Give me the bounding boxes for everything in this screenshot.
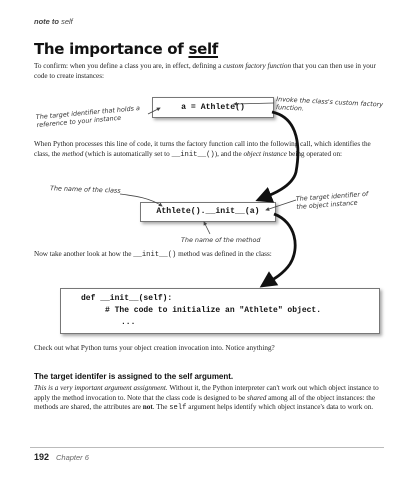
code-comment-line: # The code to initialize an "Athlete" ob… xyxy=(105,306,322,315)
p2-italic-2: object instance xyxy=(243,149,287,158)
intro-text-2: that you can then use in your code to cr… xyxy=(34,62,376,80)
pointer-class-name xyxy=(119,193,163,207)
big-arrow-to-class-definition xyxy=(259,212,297,288)
page-title: The importance of self xyxy=(34,40,218,58)
p2-text-3: ), and the xyxy=(214,149,244,158)
p5-bold: not xyxy=(142,403,153,412)
p5-code: self xyxy=(169,404,187,413)
running-head: note to self xyxy=(34,17,73,26)
page-number: 192 xyxy=(34,452,50,462)
code-box-init-call: Athlete().__init__(a) xyxy=(140,202,276,222)
p5-italic-1: This is a very important argument assign… xyxy=(34,384,168,392)
p2-text-2: (which is automatically set to xyxy=(83,149,172,158)
code-init-call: Athlete().__init__(a) xyxy=(156,207,260,216)
intro-text-1: To confirm: when you define a class you … xyxy=(34,62,224,70)
running-head-bold: note to xyxy=(34,17,59,26)
p5-text-3: among all of the object instances: the m… xyxy=(34,393,376,412)
code-box-class-definition: def __init__(self): # The code to initia… xyxy=(60,288,380,334)
p2-italic-1: method xyxy=(62,149,84,158)
p5-text-2: Without it, the Python interpreter can't… xyxy=(34,384,379,402)
p2-code: __init__() xyxy=(171,150,215,159)
p3-text-1: Now take another look at how the xyxy=(34,250,134,258)
intro-paragraph: To confirm: when you define a class you … xyxy=(34,62,379,81)
code-instance-creation: a = Athlete() xyxy=(181,103,245,112)
chapter-label: Chapter 6 xyxy=(56,453,89,462)
running-head-rest: self xyxy=(61,17,73,26)
pointer-target-right xyxy=(265,199,297,211)
p5-italic-2: shared xyxy=(246,393,267,402)
title-prefix: The importance of xyxy=(34,40,189,58)
pointer-method-name xyxy=(203,221,211,235)
p5-text-5: argument helps identify which object ins… xyxy=(186,403,374,412)
paragraph-check-out: Check out what Python turns your object … xyxy=(34,344,275,352)
p2-text-4: being operated on: xyxy=(286,149,343,158)
code-box-instance-creation: a = Athlete() xyxy=(152,97,274,118)
pointer-invoke-factory xyxy=(233,101,275,106)
title-underlined: self xyxy=(188,40,219,58)
code-ellipsis-line: ... xyxy=(121,318,136,327)
paragraph-self-argument: This is a very important argument assign… xyxy=(34,384,379,414)
intro-italic: custom factory function xyxy=(223,62,292,70)
p2-text-1: When Python processes this line of code,… xyxy=(34,140,371,158)
p3-text-2: method was defined in the class: xyxy=(176,250,272,258)
footer-rule xyxy=(30,447,384,448)
paragraph-processing: When Python processes this line of code,… xyxy=(34,140,379,160)
p3-code: __init__() xyxy=(133,251,177,259)
p5-text-4: . The xyxy=(152,403,170,412)
code-def-line: def __init__(self): xyxy=(81,294,173,303)
annotation-name-of-method: The name of the method xyxy=(181,236,261,244)
section-subhead: The target identifer is assigned to the … xyxy=(34,372,234,381)
pointer-target-left xyxy=(147,107,161,115)
big-arrow-to-init-call xyxy=(255,110,300,203)
paragraph-init-definition: Now take another look at how the __init_… xyxy=(34,250,274,261)
